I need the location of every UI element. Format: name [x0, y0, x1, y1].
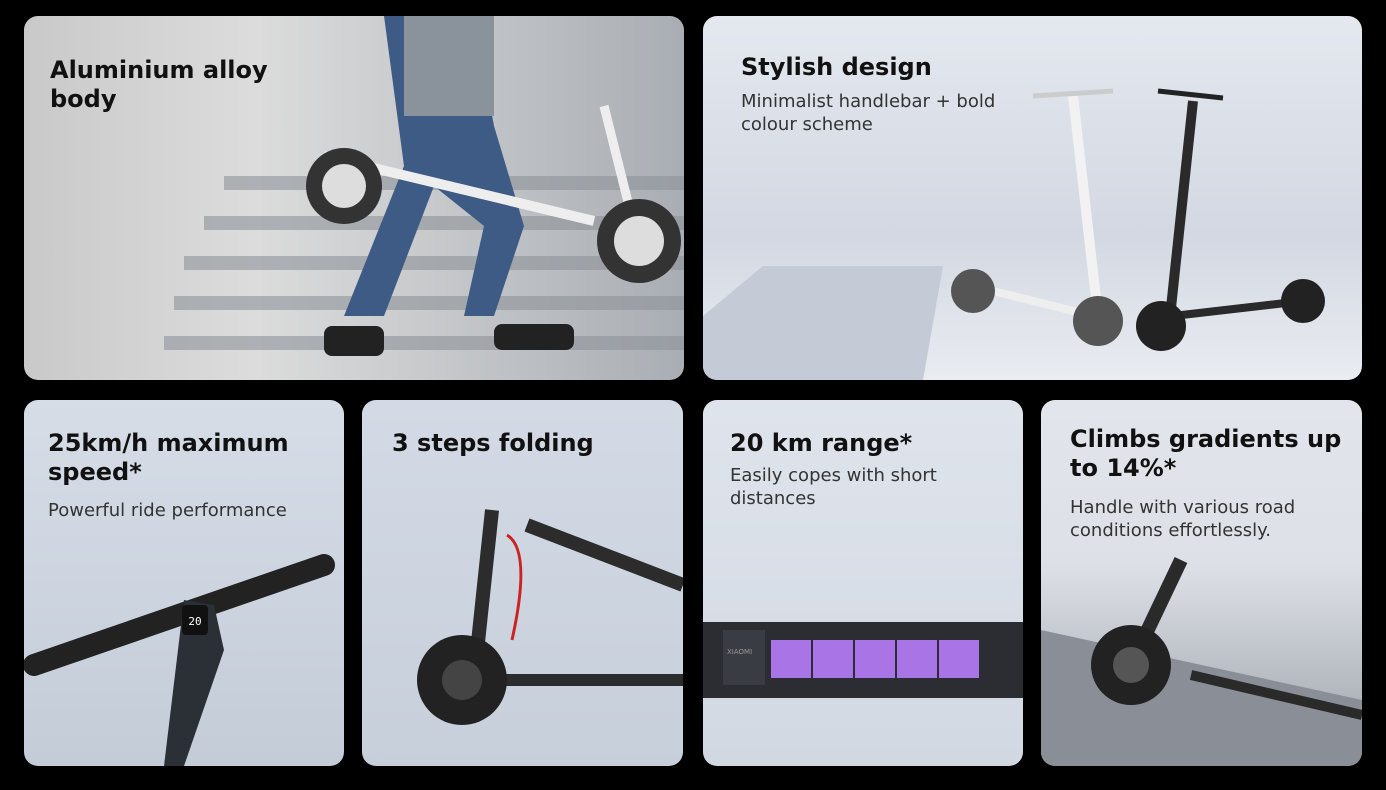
two-scooters-image	[703, 88, 1325, 380]
feature-card-range: XIAOMI 20 km range* Easily copes with sh…	[703, 400, 1023, 766]
card-subtitle: Easily copes with short distances	[730, 465, 937, 509]
card-title: Stylish design	[741, 53, 932, 81]
brand-label: XIAOMI	[727, 648, 752, 656]
feature-card-aluminium: Aluminium alloy body	[24, 16, 684, 380]
feature-card-speed: 20 25km/h maximum speed* Powerful ride p…	[24, 400, 344, 766]
speed-display: 20	[188, 615, 201, 628]
card-title: 25km/h maximum speed*	[48, 429, 289, 486]
battery-image: XIAOMI	[703, 622, 1023, 698]
feature-card-design: Stylish design Minimalist handlebar + bo…	[703, 16, 1362, 380]
card-subtitle: Powerful ride performance	[48, 500, 287, 521]
folded-scooter-image	[417, 509, 683, 725]
feature-card-folding: 3 steps folding	[362, 400, 683, 766]
feature-card-gradient: Climbs gradients up to 14%* Handle with …	[1041, 400, 1362, 766]
card-title: Aluminium alloy body	[50, 56, 268, 113]
card-title: 20 km range*	[730, 429, 913, 457]
card-subtitle: Minimalist handlebar + bold colour schem…	[741, 91, 996, 135]
card-title: Climbs gradients up to 14%*	[1070, 425, 1342, 482]
climbing-scooter-image	[1041, 556, 1362, 766]
handlebar-image: 20	[24, 554, 335, 766]
stairs-scooter-image	[164, 16, 684, 356]
card-subtitle: Handle with various road conditions effo…	[1070, 497, 1296, 541]
card-title: 3 steps folding	[392, 429, 594, 457]
